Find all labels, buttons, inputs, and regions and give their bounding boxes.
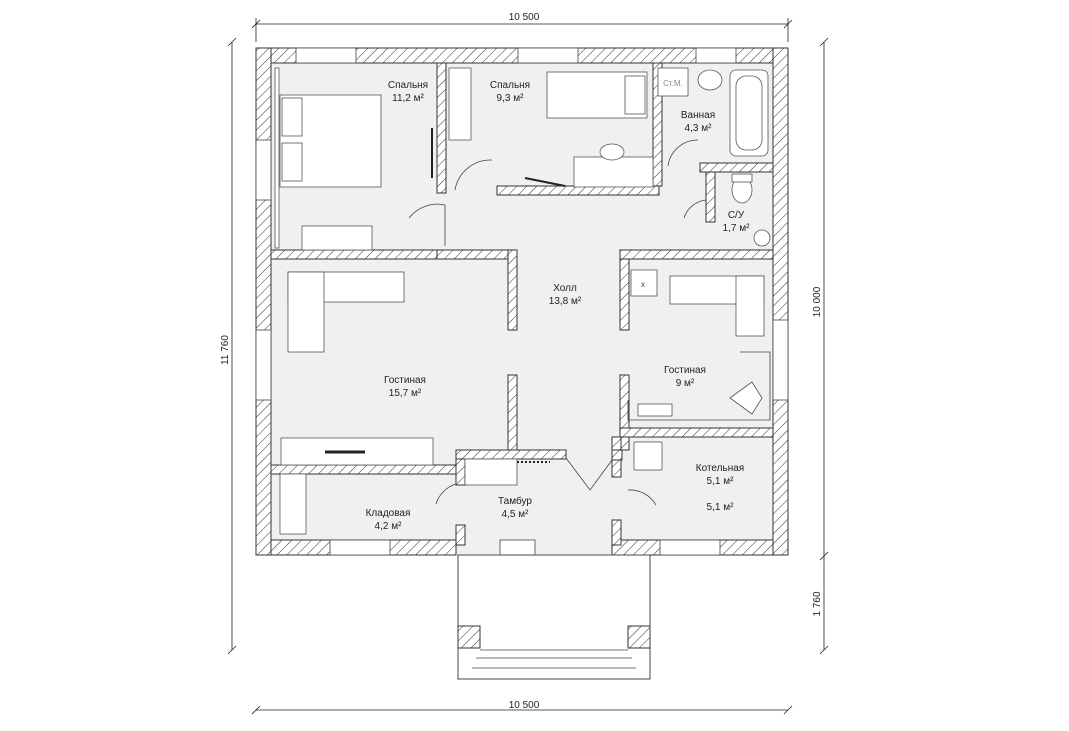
outer-walls <box>255 47 789 556</box>
dim-bottom-width: 10 500 <box>509 700 540 711</box>
hall-area: 13,8 м² <box>549 296 582 307</box>
wc-area: 1,7 м² <box>723 223 751 234</box>
bedroom1-name: Спальня <box>388 80 428 91</box>
bedroom1-area: 11,2 м² <box>392 93 424 104</box>
living2-area: 9 м² <box>676 378 695 389</box>
sink <box>697 69 723 91</box>
boiler-area-2: 5,1 м² <box>707 502 735 513</box>
svg-text:x: x <box>641 280 645 289</box>
boiler-name: Котельная <box>696 463 744 474</box>
boiler-area: 5,1 м² <box>707 476 735 487</box>
furniture: Ст.М. x <box>274 67 771 589</box>
bedroom2-area: 9,3 м² <box>497 93 525 104</box>
svg-text:Ст.М.: Ст.М. <box>663 79 683 88</box>
washing-machine <box>657 67 689 97</box>
bedroom2-name: Спальня <box>490 80 530 91</box>
storage-area: 4,2 м² <box>375 521 403 532</box>
hall-name: Холл <box>553 283 577 294</box>
bathroom-area: 4,3 м² <box>685 123 713 134</box>
dimension-lines <box>227 18 829 715</box>
wc-name: С/У <box>728 210 745 221</box>
dim-top-width: 10 500 <box>509 12 540 23</box>
living1-name: Гостиная <box>384 375 426 386</box>
living2-name: Гостиная <box>664 365 706 376</box>
porch <box>457 554 651 680</box>
dim-left-height: 11 760 <box>220 335 231 365</box>
dim-right-porch: 1 760 <box>812 591 823 616</box>
storage-name: Кладовая <box>366 508 411 519</box>
interior-walls <box>270 62 774 546</box>
dim-right-house: 10 000 <box>812 286 823 317</box>
vestibule-name: Тамбур <box>498 495 532 507</box>
desk <box>573 156 654 188</box>
vestibule-area: 4,5 м² <box>502 509 530 520</box>
bathroom-name: Ванная <box>681 110 715 121</box>
living1-area: 15,7 м² <box>389 388 422 399</box>
